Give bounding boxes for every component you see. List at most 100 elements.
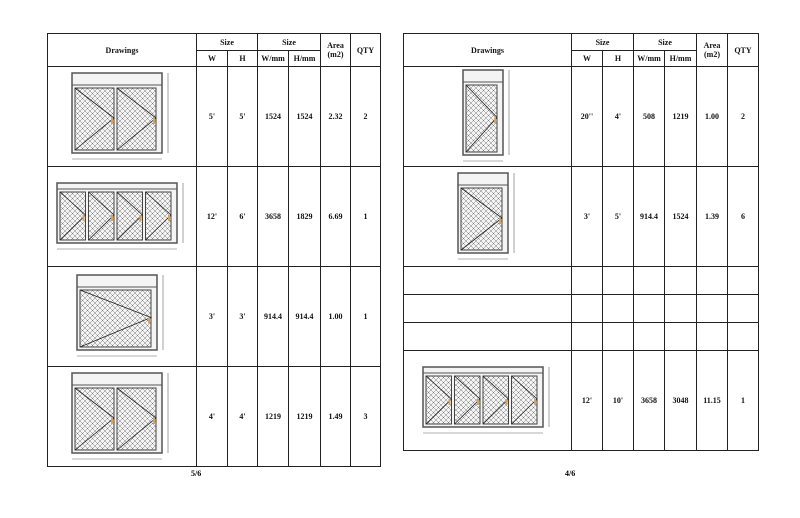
cell-h <box>602 294 634 323</box>
header-w: W <box>196 50 228 67</box>
header-hmm: H/mm <box>664 50 697 67</box>
table-row <box>403 266 763 295</box>
cell-w <box>571 294 603 323</box>
cell-area: 1.00 <box>696 66 728 167</box>
cell-area <box>696 266 728 295</box>
cell-hmm <box>664 294 697 323</box>
cell-h: 4' <box>227 366 258 467</box>
window-schedule-table-right: Drawings Size Size Area (m2) QTY W H W/m… <box>403 33 763 451</box>
header-size-mm: Size <box>633 33 697 51</box>
header-drawings: Drawings <box>47 33 197 67</box>
cell-w <box>571 266 603 295</box>
cell-qty <box>727 322 759 351</box>
header-wmm: W/mm <box>257 50 289 67</box>
cell-area: 1.49 <box>320 366 351 467</box>
header-drawings: Drawings <box>403 33 572 67</box>
cell-qty: 3 <box>350 366 381 467</box>
cell-wmm <box>633 294 665 323</box>
header-hmm: H/mm <box>288 50 321 67</box>
cell-wmm: 914.4 <box>257 266 289 367</box>
cell-area: 6.69 <box>320 166 351 267</box>
cell-wmm <box>633 322 665 351</box>
cell-h: 4' <box>602 66 634 167</box>
header-area: Area (m2) <box>696 33 728 67</box>
cell-h <box>602 266 634 295</box>
cell-w: 3' <box>571 166 603 267</box>
cell-hmm: 914.4 <box>288 266 321 367</box>
cell-w: 12' <box>196 166 228 267</box>
table-row <box>403 294 763 323</box>
window-drawing <box>456 171 514 259</box>
cell-area: 2.32 <box>320 66 351 167</box>
drawing-cell <box>47 66 197 167</box>
cell-hmm: 1524 <box>288 66 321 167</box>
cell-qty: 2 <box>727 66 759 167</box>
cell-qty: 2 <box>350 66 381 167</box>
cell-h: 5' <box>227 66 258 167</box>
cell-w: 12' <box>571 350 603 451</box>
cell-qty: 1 <box>350 166 381 267</box>
cell-w: 20'' <box>571 66 603 167</box>
cell-w: 5' <box>196 66 228 167</box>
cell-hmm <box>664 266 697 295</box>
window-drawing <box>76 274 164 357</box>
drawing-cell <box>47 266 197 367</box>
cell-h <box>602 322 634 351</box>
header-size-mm: Size <box>257 33 321 51</box>
page-number-right: 4/6 <box>565 469 576 478</box>
cell-hmm: 1829 <box>288 166 321 267</box>
cell-wmm: 1524 <box>257 66 289 167</box>
cell-qty <box>727 294 759 323</box>
cell-hmm: 1524 <box>664 166 697 267</box>
cell-wmm: 1219 <box>257 366 289 467</box>
cell-hmm: 3048 <box>664 350 697 451</box>
cell-area <box>696 322 728 351</box>
cell-area: 11.15 <box>696 350 728 451</box>
cell-wmm: 508 <box>633 66 665 167</box>
cell-h: 6' <box>227 166 258 267</box>
cell-w: 3' <box>196 266 228 367</box>
window-drawing <box>71 371 169 459</box>
cell-wmm: 914.4 <box>633 166 665 267</box>
header-size-ft: Size <box>571 33 634 51</box>
cell-wmm: 3658 <box>257 166 289 267</box>
window-drawing <box>56 181 184 249</box>
window-schedule-table-left: Drawings Size Size Area (m2) QTY W H W/m… <box>47 33 389 467</box>
drawing-cell <box>403 166 572 267</box>
cell-h: 3' <box>227 266 258 367</box>
cell-w: 4' <box>196 366 228 467</box>
cell-qty: 1 <box>727 350 759 451</box>
cell-area: 1.39 <box>696 166 728 267</box>
window-drawing <box>71 71 169 159</box>
header-qty: QTY <box>350 33 381 67</box>
header-size-ft: Size <box>196 33 258 51</box>
window-drawing <box>421 365 549 433</box>
cell-qty <box>727 266 759 295</box>
drawing-cell <box>403 294 572 323</box>
drawing-cell <box>403 66 572 167</box>
drawing-cell <box>47 166 197 267</box>
cell-wmm <box>633 266 665 295</box>
cell-area: 1.00 <box>320 266 351 367</box>
cell-hmm: 1219 <box>288 366 321 467</box>
drawing-cell <box>403 350 572 451</box>
header-area: Area (m2) <box>320 33 351 67</box>
drawing-cell <box>47 366 197 467</box>
drawing-cell <box>403 266 572 295</box>
header-qty: QTY <box>727 33 759 67</box>
table-row <box>403 322 763 351</box>
window-drawing <box>461 69 509 162</box>
cell-area <box>696 294 728 323</box>
drawing-cell <box>403 322 572 351</box>
cell-wmm: 3658 <box>633 350 665 451</box>
cell-qty: 6 <box>727 166 759 267</box>
header-w: W <box>571 50 603 67</box>
header-h: H <box>602 50 634 67</box>
